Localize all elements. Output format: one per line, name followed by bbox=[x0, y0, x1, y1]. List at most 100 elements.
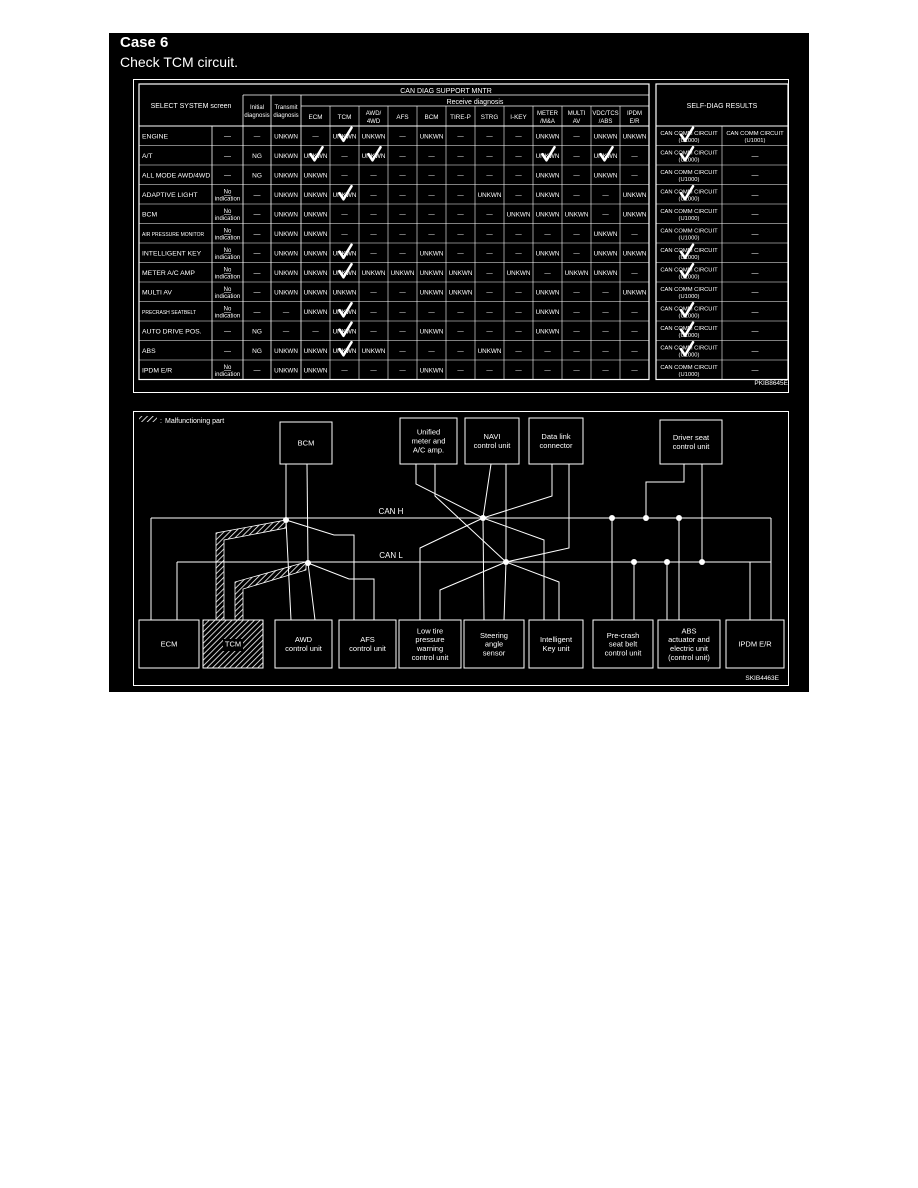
unit-label-abs-line: (control unit) bbox=[668, 653, 710, 662]
self-diag-value: (U1000) bbox=[679, 196, 700, 202]
receive-value: UNKWN bbox=[420, 250, 444, 257]
self-diag-value: CAN COMM CIRCUIT bbox=[660, 228, 718, 234]
steering-l-wire bbox=[503, 561, 507, 621]
bcm-l-wire bbox=[306, 463, 309, 564]
receive-col-header: TIRE-P bbox=[450, 114, 471, 121]
tcm-can-l-harness bbox=[234, 561, 307, 621]
receive-value: — bbox=[486, 367, 493, 374]
receive-value: — bbox=[602, 192, 609, 199]
self-diag-value: — bbox=[752, 250, 759, 257]
tcm-can-h-harness bbox=[215, 519, 287, 621]
initial-value: NG bbox=[252, 328, 262, 335]
system-name: ENGINE bbox=[142, 133, 169, 140]
receive-value: — bbox=[399, 289, 406, 296]
receive-value: — bbox=[573, 348, 580, 355]
initial-dash: — bbox=[254, 270, 261, 277]
screen-value: — bbox=[224, 231, 231, 238]
receive-col-header: AWD/ bbox=[366, 111, 382, 117]
afs-h-wire bbox=[285, 519, 355, 620]
receive-value: UNKWN bbox=[304, 289, 328, 296]
self-diag-value: — bbox=[752, 192, 759, 199]
transmit-value: — bbox=[283, 309, 290, 316]
lowtire-h-wire bbox=[419, 517, 484, 620]
receive-value: — bbox=[602, 348, 609, 355]
unit-label-ipdm-line: IPDM E/R bbox=[738, 640, 772, 649]
transmit-value: UNKWN bbox=[274, 250, 298, 257]
receive-col-header: TCM bbox=[338, 114, 352, 121]
check-icon bbox=[679, 126, 695, 143]
receive-value: UNKWN bbox=[478, 348, 502, 355]
unit-box-steering bbox=[463, 619, 525, 669]
check-icon bbox=[338, 321, 353, 338]
self-diag-value: (U1000) bbox=[679, 177, 700, 183]
initial-dash: — bbox=[254, 309, 261, 316]
screen-value: — bbox=[224, 289, 231, 296]
receive-diagnosis-header: Receive diagnosis bbox=[447, 99, 504, 106]
initial-dash: — bbox=[254, 192, 261, 199]
receive-value: — bbox=[515, 348, 522, 355]
can-l-label: CAN L bbox=[379, 551, 403, 560]
receive-value: UNKWN bbox=[304, 231, 328, 238]
initial-value: NG bbox=[252, 153, 262, 160]
unit-label-low-tire-line: pressure bbox=[415, 635, 444, 644]
afs-l-wire bbox=[307, 562, 375, 620]
initial-value: indication bbox=[215, 196, 240, 202]
unit-label-precrash-line: control unit bbox=[605, 648, 643, 657]
unit-box-abs bbox=[657, 619, 721, 669]
self-diag-value: — bbox=[752, 328, 759, 335]
unit-label-ecm-line: ECM bbox=[161, 640, 178, 649]
unit-label-afs-line: control unit bbox=[349, 644, 387, 653]
select-system-header: SELECT SYSTEM screen bbox=[151, 103, 232, 110]
junction-dot bbox=[643, 515, 649, 521]
receive-value: — bbox=[399, 309, 406, 316]
receive-col-header: 4WD bbox=[367, 119, 381, 125]
screen-value: — bbox=[224, 172, 231, 179]
driverseat-h-wire bbox=[645, 464, 685, 518]
initial-value: No bbox=[224, 228, 232, 234]
unit-label-afs-line: AFS bbox=[360, 635, 375, 644]
receive-value: — bbox=[341, 367, 348, 374]
system-name: IPDM E/R bbox=[142, 367, 172, 374]
receive-value: UNKWN bbox=[623, 192, 647, 199]
check-icon bbox=[338, 184, 353, 201]
initial-value: indication bbox=[215, 255, 240, 261]
receive-value: — bbox=[428, 192, 435, 199]
unit-label-awd-line: AWD bbox=[295, 635, 313, 644]
receive-col-header: ECM bbox=[309, 114, 323, 121]
transmit-value: UNKWN bbox=[274, 231, 298, 238]
tcm-label-bg bbox=[223, 639, 243, 651]
receive-value: UNKWN bbox=[536, 289, 560, 296]
receive-value: UNKWN bbox=[594, 172, 618, 179]
initial-value: No bbox=[224, 306, 232, 312]
unit-label-steering-line: sensor bbox=[483, 648, 506, 657]
initial-value: No bbox=[224, 248, 232, 254]
unit-label-meter-line: A/C amp. bbox=[413, 446, 444, 455]
receive-value: UNKWN bbox=[304, 309, 328, 316]
awd-l-wire bbox=[307, 562, 316, 621]
receive-value: — bbox=[457, 367, 464, 374]
figure-code: PKIB8645E bbox=[754, 380, 788, 387]
receive-value: — bbox=[370, 367, 377, 374]
receive-col-header: AFS bbox=[396, 114, 408, 121]
junction-dot bbox=[503, 559, 509, 565]
self-diag-value: — bbox=[752, 211, 759, 218]
transmit-value: UNKWN bbox=[274, 153, 298, 160]
receive-value: — bbox=[544, 348, 551, 355]
transmit-value: UNKWN bbox=[274, 367, 298, 374]
receive-value: — bbox=[573, 172, 580, 179]
case-title: Case 6 bbox=[120, 34, 169, 51]
receive-value: — bbox=[631, 231, 638, 238]
receive-value: — bbox=[399, 211, 406, 218]
receive-value: — bbox=[631, 328, 638, 335]
receive-value: — bbox=[515, 153, 522, 160]
initial-value: NG bbox=[252, 172, 262, 179]
self-diag-value: (U1000) bbox=[679, 274, 700, 280]
receive-value: — bbox=[370, 328, 377, 335]
unit-label-ikey-line: Key unit bbox=[542, 644, 570, 653]
receive-value: — bbox=[602, 309, 609, 316]
unit-label-ikey-line: Intelligent bbox=[540, 635, 573, 644]
receive-value: — bbox=[515, 231, 522, 238]
check-icon bbox=[338, 126, 353, 143]
unit-label-bcm-line: BCM bbox=[298, 439, 315, 448]
self-diag-value: CAN COMM CIRCUIT bbox=[660, 365, 718, 371]
